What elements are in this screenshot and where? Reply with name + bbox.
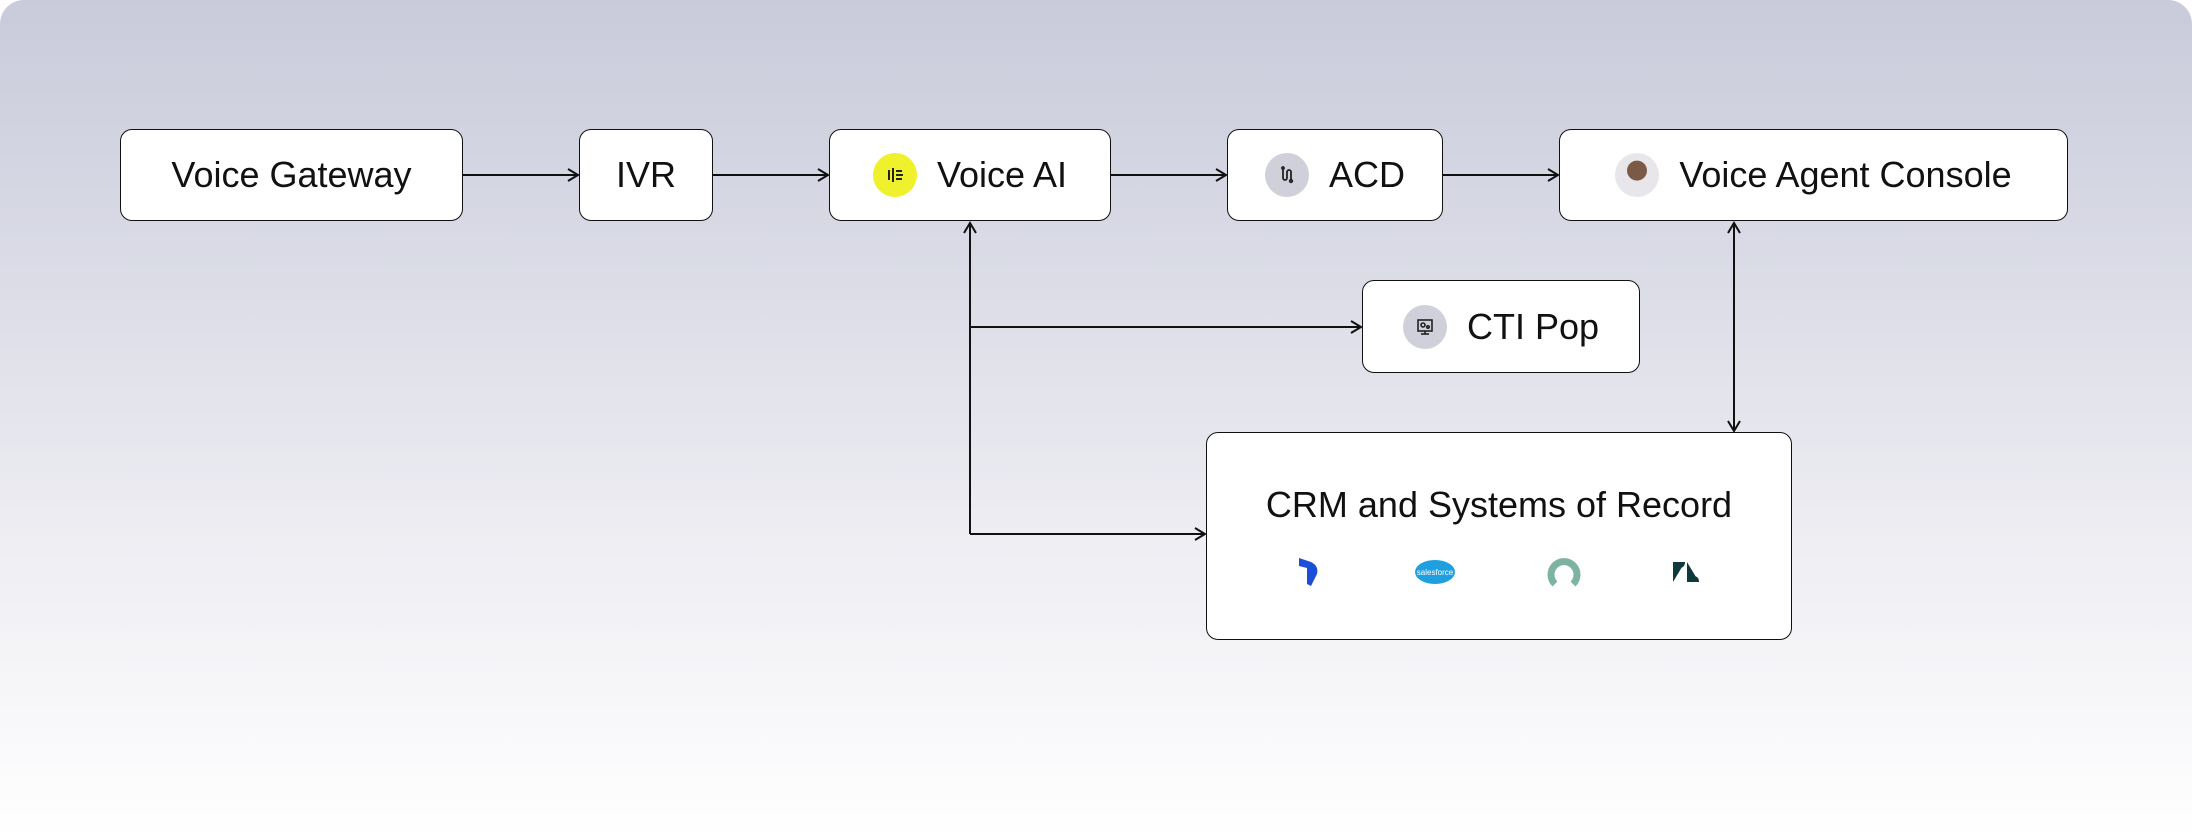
node-voice-agent-console: Voice Agent Console: [1559, 129, 2068, 221]
svg-text:salesforce: salesforce: [1417, 568, 1454, 577]
node-label: IVR: [615, 154, 676, 195]
node-acd: ACD: [1227, 129, 1443, 221]
gladly-logo: [1547, 558, 1581, 587]
salesforce-logo: salesforce: [1415, 560, 1455, 584]
node-cti-pop: CTI Pop: [1362, 280, 1640, 373]
crm-logos: salesforce: [1297, 556, 1701, 588]
node-voice-gateway: Voice Gateway: [120, 129, 463, 221]
node-ivr: IVR: [579, 129, 713, 221]
monitor-settings-icon: [1402, 304, 1447, 349]
node-label: Voice Agent Console: [1679, 154, 2012, 195]
voice-ai-logo-icon: [872, 153, 917, 197]
node-label: CTI Pop: [1466, 305, 1600, 347]
zendesk-logo: [1673, 562, 1699, 582]
node-label: CRM and Systems of Record: [1265, 484, 1733, 525]
node-label: ACD: [1328, 154, 1405, 195]
node-voice-ai: Voice AI: [829, 129, 1111, 221]
routing-icon: [1264, 153, 1309, 197]
node-crm: CRM and Systems of Record salesforce: [1206, 432, 1792, 640]
agent-avatar: [1615, 153, 1660, 197]
microsoft-dynamics-logo: [1299, 558, 1318, 586]
node-label: Voice AI: [936, 154, 1068, 195]
node-label: Voice Gateway: [171, 154, 412, 195]
